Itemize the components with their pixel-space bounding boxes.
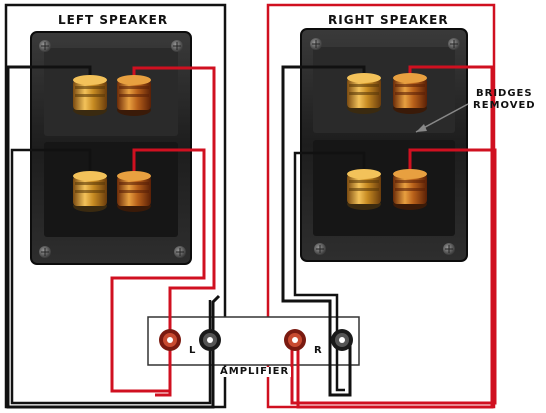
amp-right-neg-terminal [331, 329, 353, 351]
bridges-note-line1: BRIDGES [476, 88, 533, 99]
right-wire-pos-high [296, 65, 494, 409]
left-wire-neg-high [6, 65, 221, 409]
left-wire-neg-low [10, 148, 212, 405]
amp-right-channel-label: R [314, 345, 323, 356]
amplifier-panel [147, 316, 360, 366]
amp-right-pos-terminal [284, 329, 306, 351]
left-binding-post-neg-high [73, 75, 107, 116]
right-binding-post-neg-low [347, 169, 381, 210]
right-speaker-title: RIGHT SPEAKER [325, 14, 452, 26]
amp-left-pos-terminal [159, 329, 181, 351]
left-speaker-title: LEFT SPEAKER [55, 14, 172, 26]
right-wire-pos-low [290, 148, 497, 405]
bridges-arrowhead [416, 124, 427, 132]
bridges-note-line2: REMOVED [473, 100, 536, 111]
bridges-removed-note: BRIDGES REMOVED [473, 88, 536, 112]
right-wire-neg-high [281, 65, 366, 397]
right-binding-post-pos-low [393, 169, 427, 210]
right-binding-post-neg-high [347, 73, 381, 114]
amp-left-neg-terminal [199, 329, 221, 351]
left-wire-pos-low [110, 148, 206, 393]
right-binding-post-pos-high [393, 73, 427, 114]
left-binding-post-neg-low [73, 171, 107, 212]
right-wire-neg-low [293, 151, 366, 392]
amp-left-channel-label: L [189, 345, 197, 356]
left-binding-post-pos-high [117, 75, 151, 116]
right-terminal-plate [300, 28, 468, 262]
left-binding-post-pos-low [117, 171, 151, 212]
amplifier-label: AMPLIFIER [218, 366, 292, 377]
left-wire-pos-high [132, 66, 216, 397]
